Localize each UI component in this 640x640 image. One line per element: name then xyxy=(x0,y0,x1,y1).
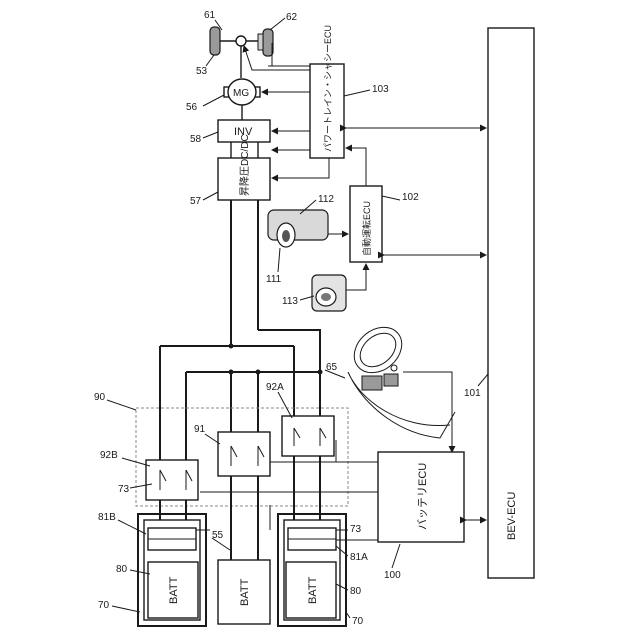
batt-left-label: BATT xyxy=(168,576,180,604)
ref-65: 65 xyxy=(326,362,338,373)
dcdc-label: 昇降圧DC/DC xyxy=(238,134,251,196)
ref-53: 53 xyxy=(196,66,208,77)
radar-sensor-icon xyxy=(312,275,346,311)
ref-112: 112 xyxy=(318,194,334,205)
ref-100: 100 xyxy=(384,570,401,581)
wheel-right-icon xyxy=(258,29,273,56)
ref-111: 111 xyxy=(266,274,282,285)
ref-103: 103 xyxy=(372,84,389,95)
ref-92b: 92B xyxy=(100,450,118,461)
ref-80-right: 80 xyxy=(350,586,362,597)
relay-92a-block xyxy=(282,416,334,456)
camera-icon xyxy=(268,210,328,247)
ref-102: 102 xyxy=(402,192,419,203)
ref-57: 57 xyxy=(190,196,202,207)
steering-wheel-icon xyxy=(345,318,455,438)
auto-drive-ecu-label: 自動運転ECU xyxy=(361,201,372,256)
batt-right-label: BATT xyxy=(307,576,319,604)
batt-middle-label: BATT xyxy=(239,578,251,606)
ref-70-right: 70 xyxy=(352,616,364,627)
relay-92b-block xyxy=(146,460,198,500)
ref-80-left: 80 xyxy=(116,564,128,575)
ref-62: 62 xyxy=(286,12,298,23)
ref-73-left: 73 xyxy=(118,484,130,495)
ref-81b: 81B xyxy=(98,512,116,523)
ref-58: 58 xyxy=(190,134,202,145)
ref-73-right: 73 xyxy=(350,524,362,535)
ref-113: 113 xyxy=(282,296,298,307)
wheel-left-icon xyxy=(210,27,220,55)
ref-56: 56 xyxy=(186,102,198,113)
ref-61: 61 xyxy=(204,10,216,21)
ref-70-left: 70 xyxy=(98,600,110,611)
ref-81a: 81A xyxy=(350,552,368,563)
bev-ecu-label: BEV-ECU xyxy=(506,492,518,540)
ref-101: 101 xyxy=(464,388,481,399)
ref-90: 90 xyxy=(94,392,106,403)
powertrain-ecu-label: パワートレイン・シャシーECU xyxy=(323,25,333,152)
ref-92a: 92A xyxy=(266,382,284,393)
differential-icon xyxy=(236,36,246,46)
mg-label: MG xyxy=(233,88,249,99)
battery-ecu-label: バッテリECU xyxy=(416,463,429,530)
ref-91: 91 xyxy=(194,424,206,435)
ref-55: 55 xyxy=(212,530,224,541)
